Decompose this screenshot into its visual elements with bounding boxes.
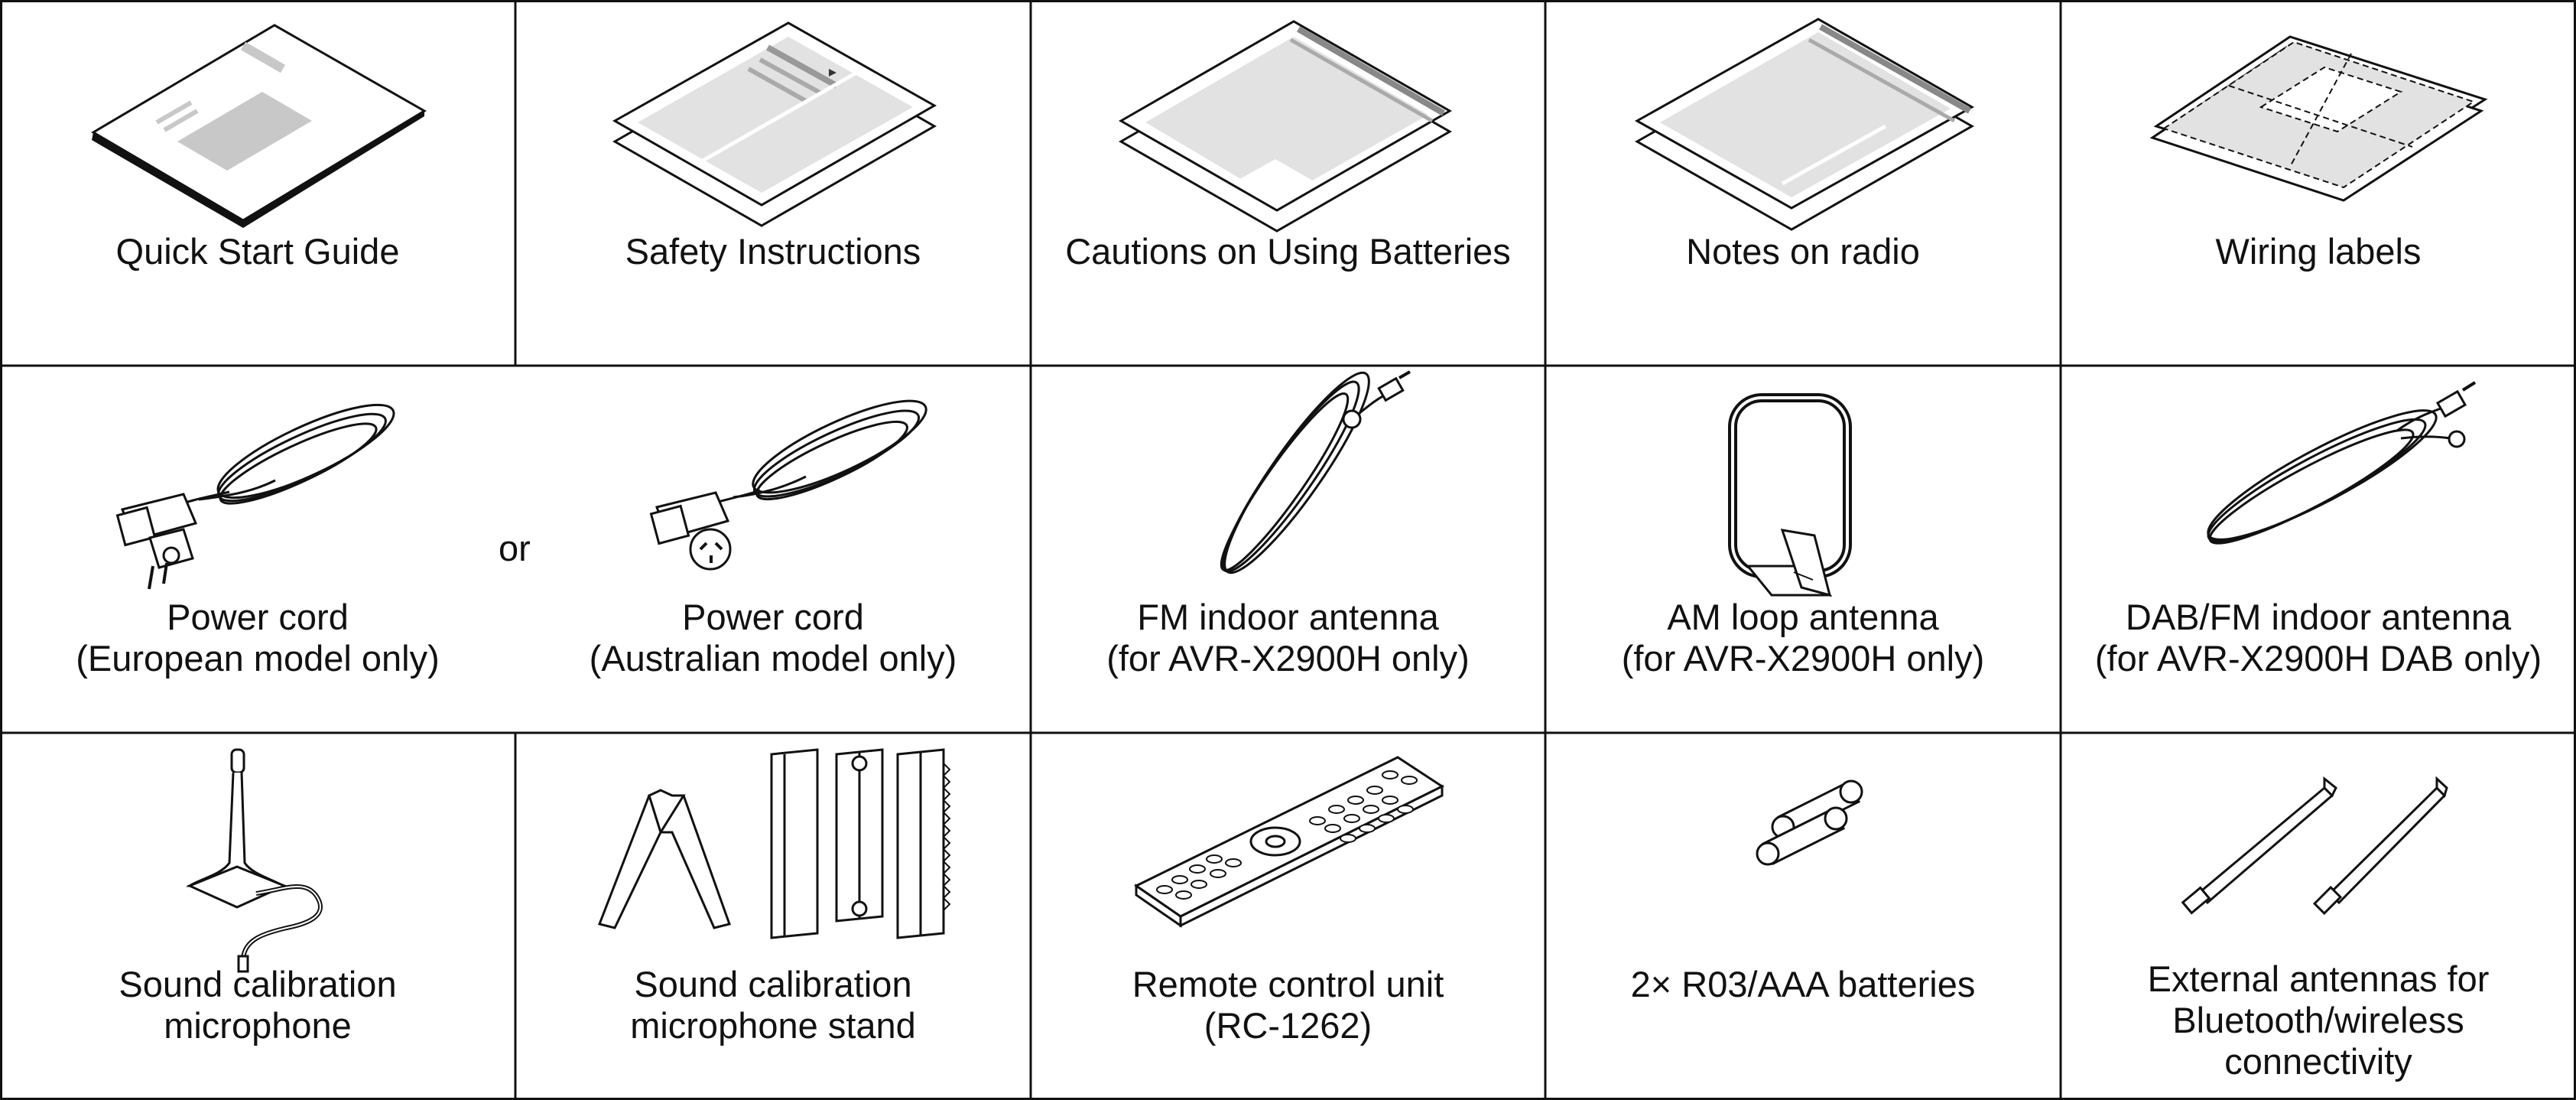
caption-line: Notes on radio [1686, 231, 1920, 272]
caption-line: Wiring labels [2215, 231, 2422, 272]
cell-safety-instructions: Safety Instructions [515, 0, 1031, 366]
cell-power-cord-eu: Power cord (European model only) [0, 366, 515, 733]
caption-line: FM indoor antenna [1137, 597, 1439, 637]
cautions-batteries-icon [1118, 20, 1453, 233]
cell-remote-control: Remote control unit (RC-1262) [1031, 733, 1545, 1100]
caption-line: Quick Start Guide [115, 231, 400, 272]
caption-line: (for AVR-X2900H only) [1106, 638, 1470, 679]
batteries-icon [1756, 779, 1863, 866]
wiring-labels-icon [2149, 35, 2488, 202]
cell-fm-antenna: FM indoor antenna (for AVR-X2900H only) [1031, 366, 1545, 733]
caption-line: Power cord [682, 597, 864, 637]
caption-line: microphone stand [630, 1005, 916, 1046]
caption-line: External antennas for [2147, 958, 2490, 999]
caption-line: microphone [164, 1005, 352, 1046]
cell-microphone-stand: Sound calibration microphone stand [515, 733, 1031, 1100]
safety-instructions-icon [612, 21, 937, 227]
caption-line: (RC-1262) [1204, 1005, 1372, 1046]
caption-line: (for AVR-X2900H only) [1621, 638, 1985, 679]
cell-am-loop-antenna: AM loop antenna (for AVR-X2900H only) [1545, 366, 2061, 733]
caption-line: Cautions on Using Batteries [1065, 231, 1511, 272]
caption-line: Sound calibration [634, 964, 912, 1004]
cell-batteries: 2× R03/AAA batteries [1545, 733, 2061, 1100]
cell-quick-start-guide: Quick Start Guide [0, 0, 515, 366]
cell-dab-fm-antenna: DAB/FM indoor antenna (for AVR-X2900H DA… [2061, 366, 2576, 733]
cell-power-cord-au: Power cord (Australian model only) [515, 366, 1031, 733]
caption-line: Safety Instructions [625, 231, 921, 272]
notes-radio-icon [1634, 18, 1975, 231]
caption-line: Sound calibration [119, 964, 397, 1004]
cell-wiring-labels: Wiring labels [2061, 0, 2576, 366]
caption-line: (Australian model only) [589, 638, 957, 679]
caption-line: (for AVR-X2900H DAB only) [2094, 638, 2542, 679]
cell-microphone: Sound calibration microphone [0, 733, 515, 1100]
cell-cautions-batteries: Cautions on Using Batteries [1031, 0, 1545, 366]
caption-line: AM loop antenna [1667, 597, 1939, 637]
quick-start-guide-icon [91, 24, 427, 228]
cell-external-antennas: External antennas for Bluetooth/wireless… [2061, 733, 2576, 1100]
caption-line: Remote control unit [1132, 964, 1444, 1004]
cell-notes-radio: Notes on radio [1545, 0, 2061, 366]
caption-line: Power cord [167, 597, 349, 637]
caption-line: connectivity [2224, 1041, 2412, 1082]
caption-line: Bluetooth/wireless [2172, 1000, 2464, 1040]
caption-line: (European model only) [76, 638, 440, 679]
caption-line: DAB/FM indoor antenna [2125, 597, 2512, 637]
caption-line: 2× R03/AAA batteries [1630, 964, 1976, 1004]
